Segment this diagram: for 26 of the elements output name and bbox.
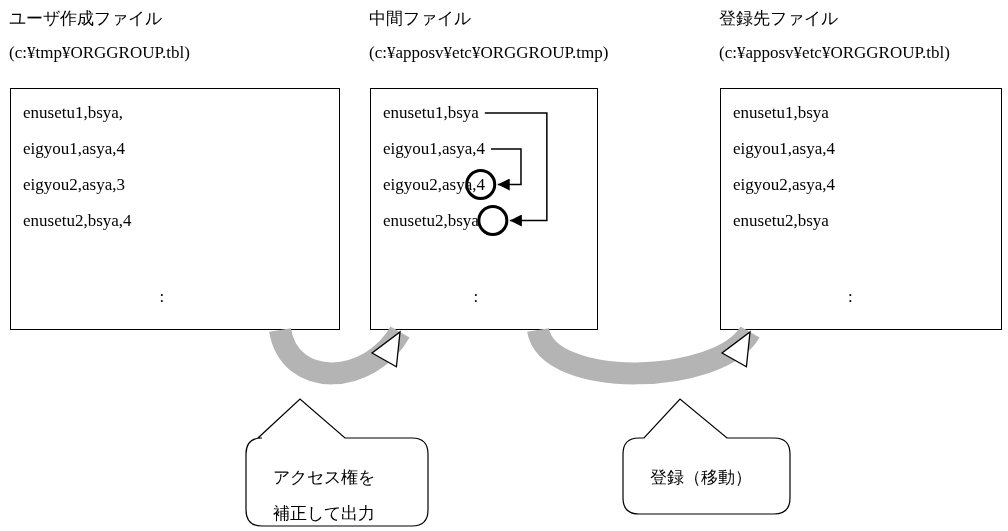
file-path: (c:¥apposv¥etc¥ORGGROUP.tmp) [369,43,609,63]
data-row: enusetu1,bsya [383,103,479,123]
file-title: 中間ファイル [369,9,471,29]
speech-bubble [245,398,430,528]
callout-text: アクセス権を補正して出力 [273,467,376,525]
data-row: eigyou2,asya,4 [733,175,835,195]
data-row: enusetu2,bsya,4 [23,211,132,231]
ellipsis-mark: : [847,287,853,307]
arrow [484,112,548,227]
circle-mark [477,205,509,236]
arrow [490,148,522,191]
file-path: (c:¥tmp¥ORGGROUP.tbl) [9,43,190,63]
data-row: eigyou1,asya,4 [733,139,835,159]
data-row: enusetu1,bsya, [23,103,124,123]
file-title: 登録先ファイル [719,9,838,29]
data-row: enusetu2,bsya [733,211,829,231]
data-row: eigyou2,asya,3 [23,175,125,195]
data-row: enusetu1,bsya [733,103,829,123]
speech-bubble [622,398,792,516]
ellipsis-mark: : [473,287,479,307]
data-row: eigyou1,asya,4 [383,139,485,159]
callout-text: 登録（移動） [650,467,753,489]
file-path: (c:¥apposv¥etc¥ORGGROUP.tbl) [719,43,950,63]
data-row: eigyou1,asya,4 [23,139,125,159]
file-title: ユーザ作成ファイル [9,9,162,29]
ellipsis-mark: : [159,287,165,307]
